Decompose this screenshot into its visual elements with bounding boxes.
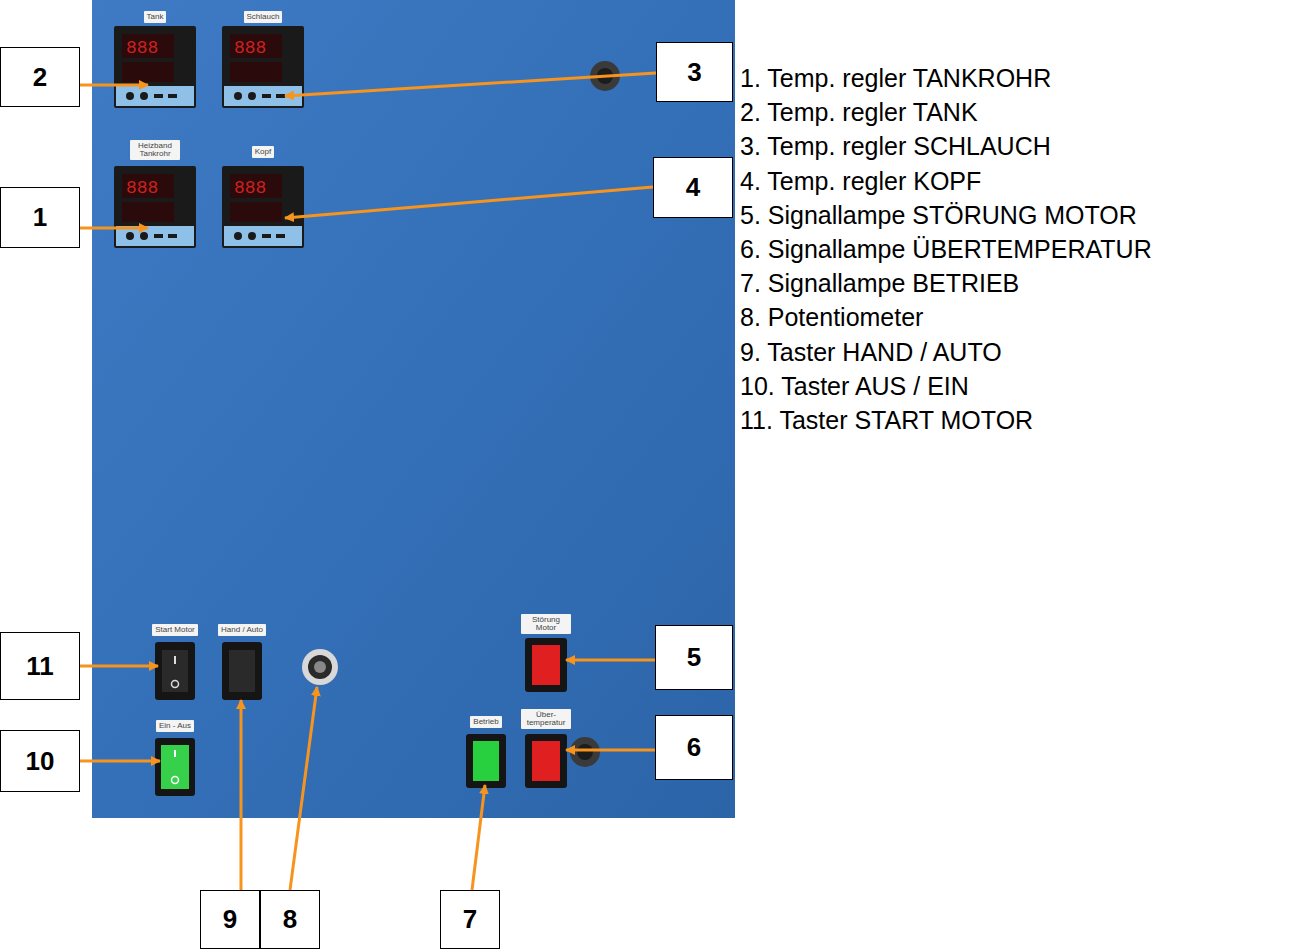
callout-number: 8 bbox=[283, 904, 297, 935]
callout-number: 10 bbox=[26, 746, 55, 777]
legend-item: 6. Signallampe ÜBERTEMPERATUR bbox=[740, 235, 1152, 264]
leader-arrow bbox=[80, 227, 148, 230]
leader-arrow bbox=[285, 73, 656, 96]
potentiometer bbox=[302, 649, 338, 685]
leader-arrow bbox=[285, 187, 653, 218]
callout-number: 3 bbox=[687, 57, 701, 88]
legend-item: 11. Taster START MOTOR bbox=[740, 406, 1033, 435]
sticker-label: Ein - Aus bbox=[156, 720, 194, 732]
callout-number: 7 bbox=[463, 904, 477, 935]
sticker-label: Heizband Tankrohr bbox=[130, 140, 180, 161]
svg-text:888: 888 bbox=[126, 38, 158, 58]
legend-item: 5. Signallampe STÖRUNG MOTOR bbox=[740, 201, 1137, 230]
legend-item: 3. Temp. regler SCHLAUCH bbox=[740, 132, 1051, 161]
legend-item: 9. Taster HAND / AUTO bbox=[740, 338, 1002, 367]
legend-item: 2. Temp. regler TANK bbox=[740, 98, 978, 127]
callout-number: 9 bbox=[223, 904, 237, 935]
sticker-label: Über-temperatur bbox=[521, 709, 571, 730]
callout-box: 6 bbox=[655, 715, 733, 780]
leader-arrow bbox=[566, 659, 655, 662]
callout-box: 4 bbox=[653, 157, 733, 218]
sticker-label: Störung Motor bbox=[521, 614, 571, 635]
callout-box: 11 bbox=[0, 632, 80, 700]
sticker-label: Betrieb bbox=[470, 716, 501, 728]
callout-number: 6 bbox=[687, 732, 701, 763]
callout-box: 1 bbox=[0, 187, 80, 248]
leader-arrow bbox=[290, 687, 317, 890]
legend-item: 10. Taster AUS / EIN bbox=[740, 372, 969, 401]
callout-number: 4 bbox=[686, 172, 700, 203]
callout-number: 11 bbox=[26, 651, 54, 682]
sticker-label: Tank bbox=[144, 11, 167, 23]
callout-box: 5 bbox=[655, 625, 733, 690]
callout-box: 7 bbox=[440, 890, 500, 949]
callout-box: 9 bbox=[200, 890, 260, 949]
svg-text:888: 888 bbox=[234, 178, 266, 198]
callout-box: 8 bbox=[260, 890, 320, 949]
leader-arrow bbox=[566, 749, 655, 752]
callout-box: 3 bbox=[656, 42, 733, 102]
switches bbox=[155, 642, 262, 796]
leader-arrow bbox=[240, 700, 243, 890]
svg-text:888: 888 bbox=[234, 38, 266, 58]
callout-box: 2 bbox=[0, 47, 80, 107]
panel-door bbox=[92, 0, 735, 818]
svg-text:888: 888 bbox=[126, 178, 158, 198]
leader-arrow bbox=[80, 84, 148, 87]
legend-item: 4. Temp. regler KOPF bbox=[740, 167, 981, 196]
callout-number: 2 bbox=[33, 62, 47, 93]
leader-arrow bbox=[472, 785, 485, 890]
sticker-label: Hand / Auto bbox=[218, 624, 266, 636]
temperature-controllers: 888 888 888 888 bbox=[114, 26, 304, 248]
leader-arrow bbox=[80, 665, 158, 668]
legend-item: 1. Temp. regler TANKROHR bbox=[740, 64, 1051, 93]
callout-box: 10 bbox=[0, 730, 80, 792]
sticker-label: Kopf bbox=[252, 146, 274, 158]
leader-arrow bbox=[80, 760, 160, 763]
legend-item: 7. Signallampe BETRIEB bbox=[740, 269, 1019, 298]
sticker-label: Start Motor bbox=[152, 624, 198, 636]
callout-number: 5 bbox=[687, 642, 701, 673]
legend-item: 8. Potentiometer bbox=[740, 303, 923, 332]
sticker-label: Schlauch bbox=[244, 11, 283, 23]
callout-number: 1 bbox=[33, 202, 47, 233]
